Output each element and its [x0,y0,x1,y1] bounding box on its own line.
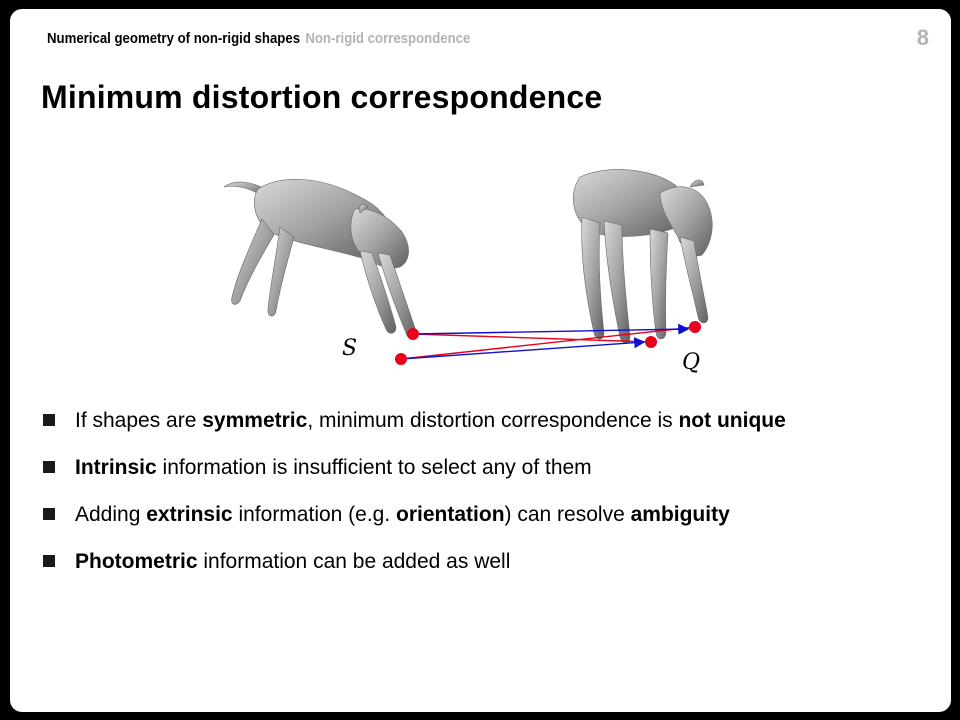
section-title: Non-rigid correspondence [305,30,471,47]
square-bullet-icon [43,461,55,473]
square-bullet-icon [43,508,55,520]
square-bullet-icon [43,414,55,426]
label-q: Q [682,350,700,375]
bullet-item: Intrinsic information is insufficient to… [40,444,920,491]
point-s-1 [407,328,419,340]
correspondence-figure: S Q [223,169,713,375]
course-title: Numerical geometry of non-rigid shapes [47,30,301,47]
label-s: S [342,336,357,361]
bullet-item: Photometric information can be added as … [40,538,920,585]
correspondence-lines [400,323,696,360]
slide-title: Minimum distortion correspondence [41,79,603,115]
point-q-1 [645,336,657,348]
page-number: 8 [916,25,929,50]
bullet-item: If shapes are symmetric, minimum distort… [40,397,920,444]
bullet-item: Adding extrinsic information (e.g. orien… [40,491,920,538]
shape-q [572,169,713,344]
bullet-list: If shapes are symmetric, minimum distort… [40,397,920,585]
shape-s [223,179,417,339]
point-q-2 [689,321,701,333]
square-bullet-icon [43,555,55,567]
point-s-2 [395,353,407,365]
